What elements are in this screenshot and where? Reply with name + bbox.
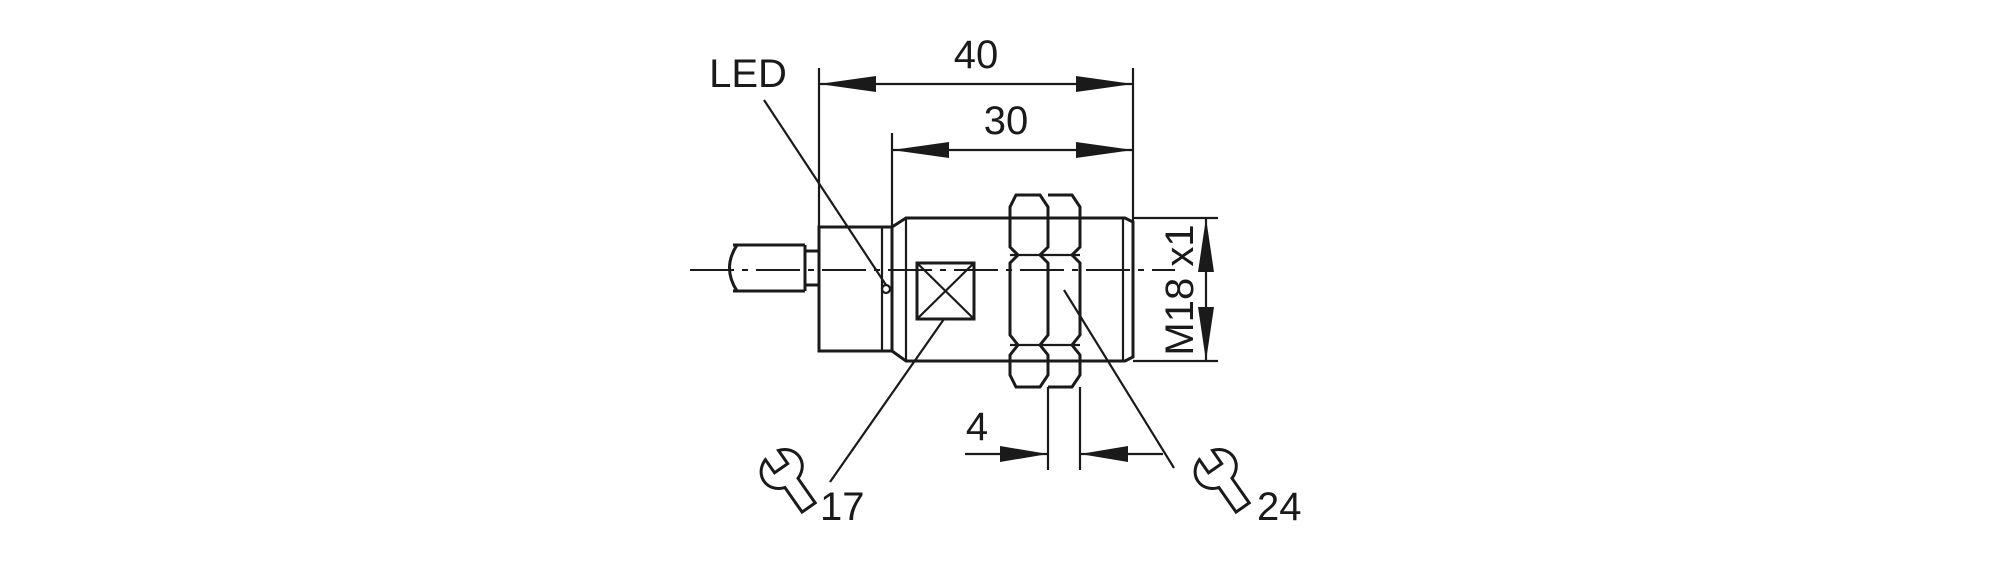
thread-spec-label: M18 x1	[1158, 224, 1202, 355]
wrench-icon	[759, 448, 818, 515]
wrench-flat-marker	[915, 261, 976, 321]
dimension-40: 40	[817, 33, 1135, 227]
wrench-24-callout: 24	[1063, 289, 1302, 529]
wrench-17-label: 17	[820, 485, 865, 529]
cable	[728, 243, 821, 293]
dimension-thread-diameter: M18 x1	[1133, 216, 1218, 363]
dimension-30-label: 30	[984, 99, 1029, 143]
sensor-threaded-barrel	[891, 216, 1135, 363]
sensor-housing-rear	[817, 225, 894, 353]
lock-nuts	[1008, 193, 1082, 389]
dimension-4: 4	[965, 387, 1163, 470]
wrench-icon	[1193, 448, 1252, 515]
led-callout: LED	[709, 52, 887, 286]
wrench-17-callout: 17	[759, 318, 945, 529]
dimension-4-label: 4	[966, 405, 988, 449]
wrench-24-label: 24	[1257, 485, 1302, 529]
dimension-40-label: 40	[954, 33, 999, 77]
led-label: LED	[709, 52, 787, 96]
dimension-30: 30	[890, 99, 1133, 227]
